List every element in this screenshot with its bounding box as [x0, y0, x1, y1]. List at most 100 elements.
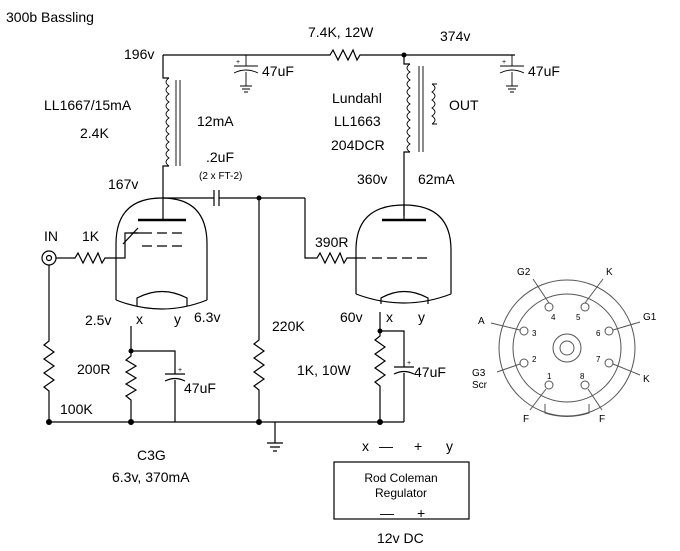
label-360v: 360v [357, 171, 387, 187]
label-coupling-cap: .2uF [206, 149, 234, 165]
label-7-4k-resistor: 7.4K, 12W [308, 24, 374, 40]
input-jack-inner [45, 254, 53, 262]
label-2-5v: 2.5v [85, 312, 111, 328]
label-12v-dc: 12v DC [377, 530, 424, 546]
cap-top-left-plus: + [236, 59, 240, 66]
regulator-type: Regulator [375, 486, 427, 500]
label-heater: 6.3v, 370mA [112, 469, 190, 485]
pin-label-k-right: K [643, 374, 650, 385]
resistor-7-4k [323, 48, 367, 62]
ot-bottom-lead [403, 151, 410, 216]
label-204dcr: 204DCR [331, 137, 385, 153]
pin-num-2: 2 [532, 355, 537, 364]
cap-top-right-plus: + [502, 59, 506, 66]
label-filament-x1: x [136, 311, 143, 327]
tube1-cathode-bus [131, 350, 176, 374]
pin-num-4: 4 [551, 313, 556, 322]
label-coupling-note: (2 x FT-2) [199, 171, 242, 182]
choke-ll1667-lead [162, 55, 169, 79]
coupling-cap [210, 190, 305, 206]
regulator-name: Rod Coleman [364, 471, 437, 485]
cap-47uf-cathode2 [393, 366, 415, 422]
pin-3 [519, 326, 529, 336]
tube2-cathode-bus [380, 330, 405, 367]
input-jack-outer[interactable] [41, 250, 57, 266]
ot-core [418, 66, 424, 152]
label-2-4k: 2.4K [80, 125, 109, 141]
tube1-g3-lead [122, 227, 139, 245]
pin-4 [544, 302, 554, 312]
ot-secondary-leads [432, 83, 437, 125]
pinout-socket-inner [512, 293, 622, 403]
label-filament-y2: y [418, 309, 425, 325]
junction-gnd-3 [256, 419, 262, 425]
resistor-220k [252, 198, 266, 422]
pin-label-k-top: K [606, 267, 613, 278]
pinout-leader-lines [490, 278, 641, 411]
label-reg-minus: — [379, 438, 393, 454]
pin-2 [519, 358, 529, 368]
label-reg-bottom-minus: — [380, 505, 394, 521]
choke-ll1667-core [175, 80, 181, 166]
choke-ll1667-bottom-lead [162, 165, 169, 198]
label-1k: 1K [82, 228, 100, 244]
pin-num-1: 1 [547, 372, 552, 381]
label-out: OUT [449, 97, 479, 113]
ot-primary-lead [403, 55, 410, 65]
cap-47uf-cathode1 [164, 373, 186, 422]
label-6-3v: 6.3v [194, 309, 220, 325]
tube1-bottom-arc [115, 299, 208, 310]
pin-num-3: 3 [532, 329, 537, 338]
pin-5 [580, 302, 590, 312]
label-reg-bottom-plus: + [417, 505, 425, 521]
resistor-1k-grid [71, 251, 117, 265]
label-ll1663: LL1663 [334, 113, 381, 129]
label-reg-y: y [446, 438, 453, 454]
label-input: IN [44, 228, 58, 244]
label-100k: 100K [60, 401, 93, 417]
tube1-filament [136, 290, 188, 306]
cap-cathode1-plus: + [178, 367, 182, 374]
tube-pinout-diagram: 4 5 3 6 2 7 1 8 G2 K A G1 G3 Scr K F F [472, 267, 657, 425]
label-cap-47uf-cathode2: 47uF [414, 364, 446, 380]
regulator-box [333, 461, 470, 520]
label-167v: 167v [108, 176, 138, 192]
label-filament-y1: y [174, 311, 181, 327]
label-lundahl: Lundahl [332, 90, 382, 106]
label-374v: 374v [440, 28, 470, 44]
pin-label-f-right: F [599, 414, 605, 425]
resistor-100k-grid-leak [42, 335, 56, 422]
pin-1 [544, 380, 554, 390]
junction-gnd-1 [46, 419, 52, 425]
junction-gnd-4 [377, 419, 383, 425]
label-12ma: 12mA [197, 113, 234, 129]
pin-8 [580, 380, 590, 390]
label-reg-x: x [362, 438, 369, 454]
wire-to-390r [304, 198, 312, 259]
pin-label-g2: G2 [517, 267, 531, 278]
pin-label-g1: G1 [643, 312, 657, 323]
pin-num-8: 8 [580, 372, 585, 381]
pin-num-7: 7 [596, 355, 601, 364]
pin-num-6: 6 [596, 329, 601, 338]
pinout-center-key [552, 333, 582, 363]
ot-primary-coil [406, 63, 411, 153]
label-196v: 196v [124, 46, 154, 62]
pin-label-a: A [478, 316, 485, 327]
label-c3g: C3G [137, 447, 166, 463]
resistor-1k-10w [373, 331, 387, 422]
label-ll1667: LL1667/15mA [44, 97, 132, 113]
label-1k-10w: 1K, 10W [297, 362, 351, 378]
tube2-filament [380, 290, 429, 304]
label-390r: 390R [315, 234, 348, 250]
pin-label-g3: G3 [472, 368, 486, 379]
tube1-envelope [115, 197, 208, 300]
ground-symbol [267, 422, 283, 452]
label-cap-47uf-top-left: 47uF [262, 63, 294, 79]
cap-47uf-top-left [233, 55, 259, 93]
junction-gnd-2 [128, 419, 134, 425]
pin-label-f-left: F [523, 414, 529, 425]
label-60v: 60v [340, 309, 363, 325]
pinout-center-hole [559, 340, 575, 356]
